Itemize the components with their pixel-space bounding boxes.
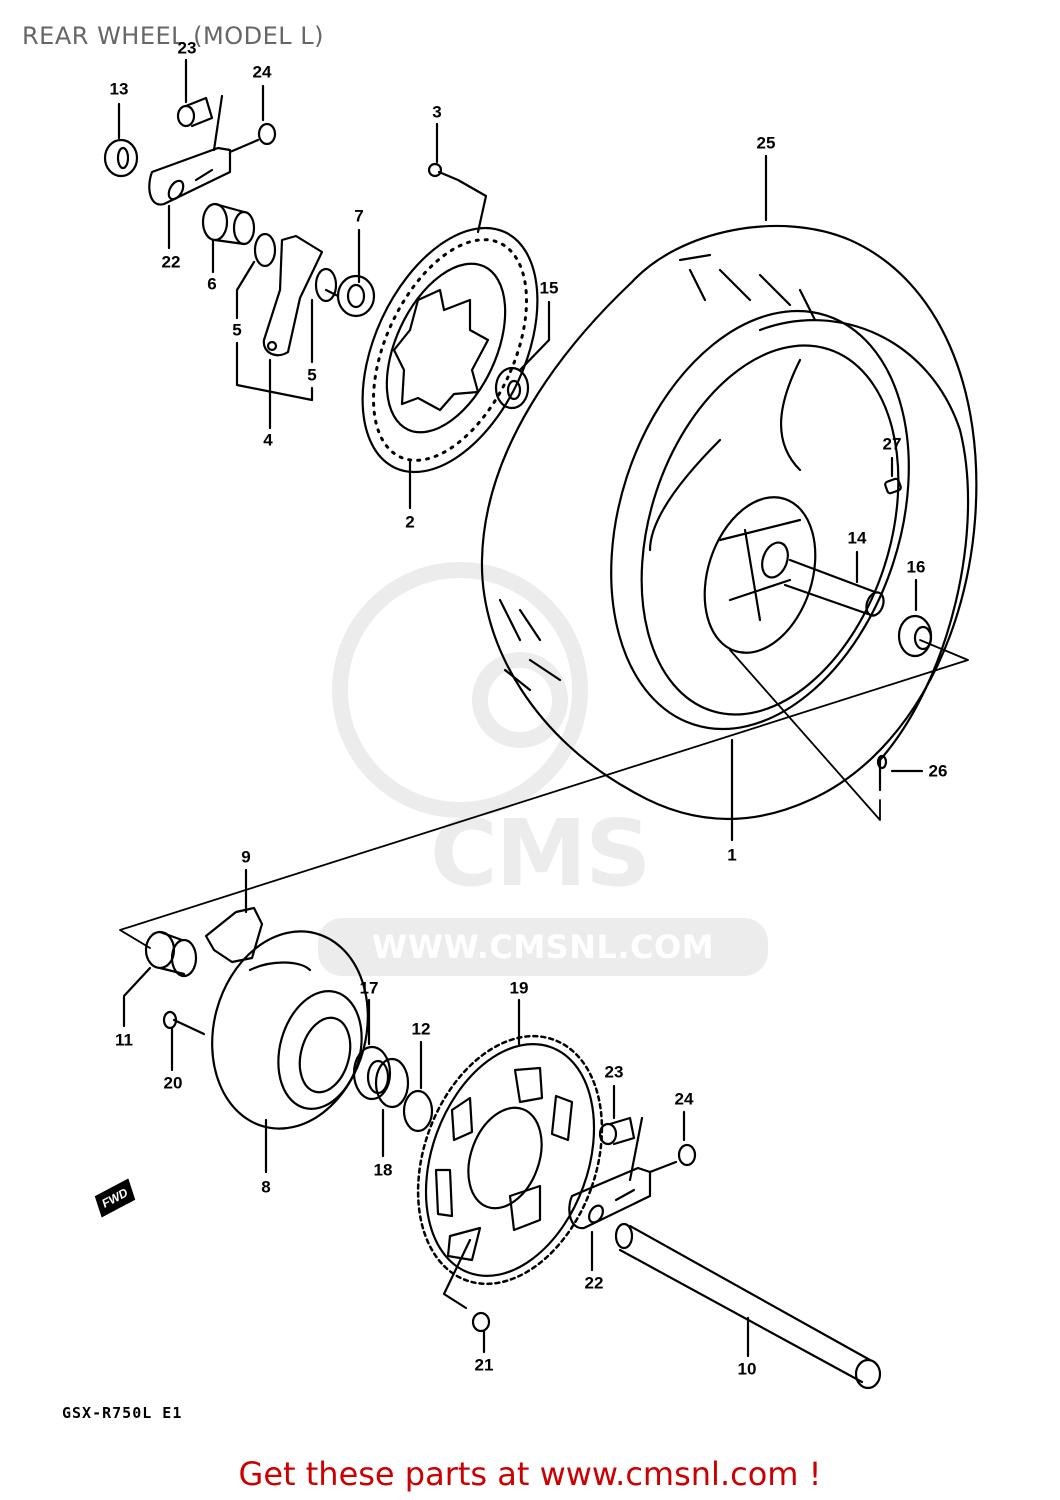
callout-part-18[interactable]: 18 xyxy=(373,1160,393,1180)
callout-part-17[interactable]: 17 xyxy=(359,978,379,998)
callout-part-1[interactable]: 1 xyxy=(727,845,737,865)
callout-part-23b[interactable]: 23 xyxy=(604,1062,624,1082)
part-15-bearing xyxy=(494,300,551,410)
part-8-sprocket-carrier xyxy=(211,930,369,1174)
callout-part-5a[interactable]: 5 xyxy=(232,320,242,340)
callout-part-6[interactable]: 6 xyxy=(207,274,217,294)
callout-part-7[interactable]: 7 xyxy=(354,206,364,226)
part-10-axle xyxy=(614,1222,882,1390)
callout-part-4[interactable]: 4 xyxy=(263,430,273,450)
part-3-disc-bolt xyxy=(427,122,488,234)
callout-part-21[interactable]: 21 xyxy=(474,1355,494,1375)
part-27-balance-weight xyxy=(884,456,902,495)
callout-part-24b[interactable]: 24 xyxy=(674,1089,694,1109)
part-23-bolt xyxy=(176,58,224,152)
callout-part-22a[interactable]: 22 xyxy=(161,252,181,272)
part-13-nut xyxy=(103,102,139,178)
part-6-spacer xyxy=(201,202,256,274)
callout-part-2[interactable]: 2 xyxy=(405,512,415,532)
part-5-seals xyxy=(235,232,338,402)
part-17-bearing xyxy=(352,998,392,1101)
part-22-chain-adjuster-lower xyxy=(568,1166,652,1272)
part-18-spacer xyxy=(374,1057,410,1158)
page-title: REAR WHEEL (MODEL L) xyxy=(22,22,325,50)
part-23-bolt-lower xyxy=(598,1084,644,1182)
part-9-damper xyxy=(204,868,264,964)
callout-part-13[interactable]: 13 xyxy=(109,79,129,99)
callout-part-26[interactable]: 26 xyxy=(928,761,948,781)
callout-part-23a[interactable]: 23 xyxy=(177,38,197,58)
part-20-bolt xyxy=(162,1010,206,1072)
part-11-spacer xyxy=(122,930,198,1028)
callout-part-5b[interactable]: 5 xyxy=(307,365,317,385)
part-26-valve xyxy=(876,754,924,792)
part-19-rear-sprocket xyxy=(416,998,604,1286)
part-7-collar xyxy=(324,228,376,318)
callout-part-10[interactable]: 10 xyxy=(737,1359,757,1379)
watermark-mascot-icon xyxy=(332,562,588,818)
assembly-guide-lines xyxy=(119,639,969,949)
part-22-chain-adjuster xyxy=(148,146,232,250)
callout-part-20[interactable]: 20 xyxy=(163,1073,183,1093)
part-4-caliper-bracket xyxy=(262,234,324,430)
callout-part-8[interactable]: 8 xyxy=(261,1177,271,1197)
callout-part-3[interactable]: 3 xyxy=(432,102,442,122)
callout-part-14[interactable]: 14 xyxy=(847,528,867,548)
get-parts-link[interactable]: Get these parts at www.cmsnl.com ! xyxy=(238,1455,822,1493)
callout-part-19[interactable]: 19 xyxy=(509,978,529,998)
part-24-washer xyxy=(228,84,277,154)
callout-part-11[interactable]: 11 xyxy=(115,1030,133,1050)
callout-part-27[interactable]: 27 xyxy=(882,434,902,454)
part-14-hub-sleeve xyxy=(761,541,885,617)
callout-part-22b[interactable]: 22 xyxy=(584,1273,604,1293)
callout-part-25[interactable]: 25 xyxy=(756,133,776,153)
callout-part-12[interactable]: 12 xyxy=(411,1019,431,1039)
callout-part-15[interactable]: 15 xyxy=(539,278,559,298)
part-24-washer-lower xyxy=(648,1110,697,1174)
model-code: GSX-R750L E1 xyxy=(62,1404,183,1422)
part-16-bearing xyxy=(897,578,933,658)
callout-part-16[interactable]: 16 xyxy=(906,557,926,577)
part-12-seal xyxy=(402,1040,434,1133)
watermark-logo: CMS xyxy=(430,800,651,907)
part-1-wheel-rim xyxy=(610,309,910,842)
watermark-url: WWW.CMSNL.COM xyxy=(318,918,768,976)
part-21-nut xyxy=(442,1238,491,1354)
callout-part-24a[interactable]: 24 xyxy=(252,62,272,82)
callout-part-9[interactable]: 9 xyxy=(241,847,251,867)
